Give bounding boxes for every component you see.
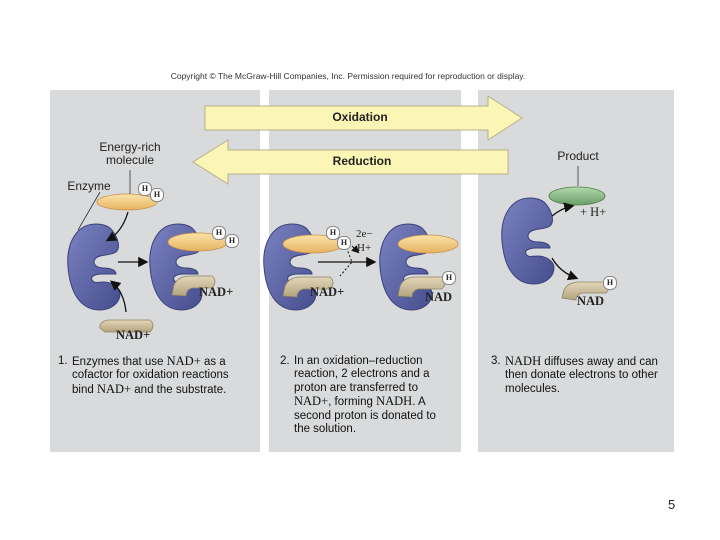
hydrogen-label: H xyxy=(150,188,164,202)
release-arrow xyxy=(551,257,579,281)
binding-arrow xyxy=(105,211,129,242)
caption-step-3: 3. NADH diffuses away and can then donat… xyxy=(491,354,658,395)
reduction-arrow xyxy=(192,139,509,185)
hydrogen-label: H xyxy=(212,226,226,240)
page-number: 5 xyxy=(668,497,676,512)
product-label: Product xyxy=(557,149,599,163)
hydrogen-label: H xyxy=(337,236,351,250)
hydrogen-label: H xyxy=(603,276,617,290)
oxidation-label: Oxidation xyxy=(332,110,388,124)
electrons-label: 2e− xyxy=(356,228,373,240)
copyright-notice: Copyright © The McGraw-Hill Companies, I… xyxy=(170,71,526,81)
enzyme-label: Enzyme xyxy=(67,179,111,193)
hydrogen-label: H xyxy=(225,234,239,248)
plus-proton-label: + H+ xyxy=(580,205,607,219)
nad-label: NAD xyxy=(425,290,453,304)
nad-molecule xyxy=(99,319,154,333)
reduction-label: Reduction xyxy=(332,154,392,168)
product-molecule xyxy=(548,186,606,206)
caption-step-2: 2. In an oxidation–reduction reaction, 2… xyxy=(280,355,436,436)
nad-molecule xyxy=(171,275,216,297)
enzyme-shape xyxy=(501,197,555,285)
product-placeholder xyxy=(397,234,459,254)
oxidation-arrow xyxy=(204,95,523,141)
nad-plus-label: NAD+ xyxy=(310,285,345,299)
nad-molecule xyxy=(282,276,334,298)
caption-step-1: 1. Enzymes that use NAD+ as a cofactor f… xyxy=(58,354,229,396)
energy-rich-molecule-label: Energy-rich molecule xyxy=(99,140,161,167)
nad-plus-label: NAD+ xyxy=(199,285,234,299)
nad-plus-label: NAD+ xyxy=(116,328,151,342)
release-arrow xyxy=(551,202,575,217)
binding-arrow xyxy=(110,280,127,313)
substrate-molecule xyxy=(96,193,158,211)
hydrogen-label: H xyxy=(442,271,456,285)
nad-label: NAD xyxy=(577,294,605,308)
leader-line xyxy=(77,191,101,231)
proton-label: H+ xyxy=(357,242,372,254)
proton-arrow xyxy=(350,244,360,254)
hydrogen-label: H xyxy=(326,226,340,240)
